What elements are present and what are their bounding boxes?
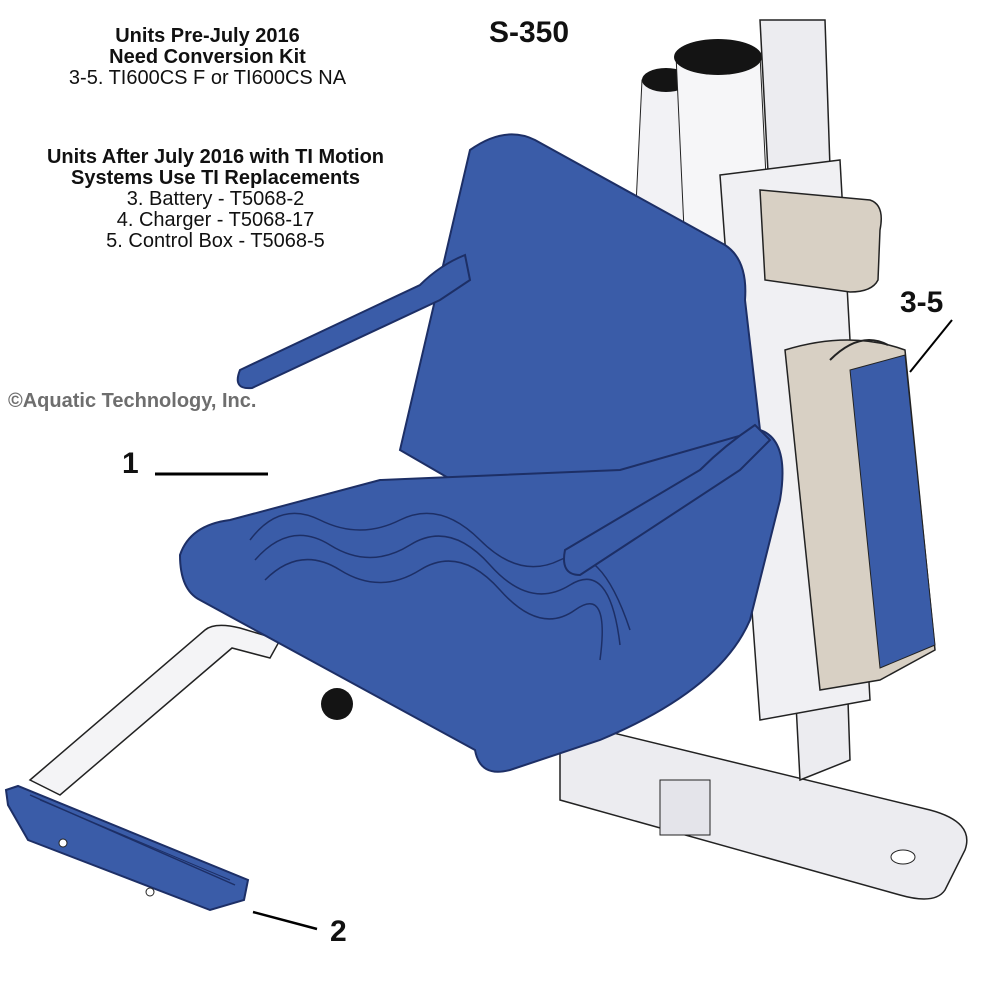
armrest-right [563, 423, 772, 577]
footrest-bar [28, 624, 282, 796]
pre-july-item: 3-5. TI600CS F or TI600CS NA [68, 67, 347, 89]
motor-box [759, 189, 882, 293]
battery-item: 3. Battery - T5068-2 [126, 188, 305, 210]
seat-knob [321, 688, 353, 720]
leader-line-2 [252, 910, 318, 931]
battery-blue-panel [849, 354, 936, 669]
base-post [659, 779, 711, 836]
footrest [4, 784, 250, 912]
pre-july-note: Units Pre-July 2016 Need Conversion Kit … [30, 26, 385, 89]
pre-july-heading-2: Need Conversion Kit [109, 46, 306, 68]
mount-hole [890, 849, 916, 865]
post-july-note: Units After July 2016 with TI Motion Sys… [8, 147, 423, 252]
pre-july-heading-1: Units Pre-July 2016 [115, 25, 300, 47]
leader-line-3-5 [909, 319, 953, 373]
armrest-left [236, 253, 472, 390]
seat-back [398, 133, 762, 562]
model-title: S-350 [489, 16, 570, 49]
post-july-heading-2: Systems Use TI Replacements [70, 167, 361, 189]
charger-item: 4. Charger - T5068-17 [116, 209, 315, 231]
battery-handle [829, 339, 889, 361]
control-box-item: 5. Control Box - T5068-5 [106, 230, 325, 252]
callout-seat: 1 [122, 447, 139, 480]
post-july-heading-1: Units After July 2016 with TI Motion [46, 146, 385, 168]
callout-battery-charger-control: 3-5 [900, 286, 944, 319]
callout-footrest: 2 [330, 915, 347, 948]
copyright-text: ©Aquatic Technology, Inc. [8, 390, 257, 412]
base-plate [559, 719, 968, 900]
mast-cap-large [674, 39, 762, 75]
